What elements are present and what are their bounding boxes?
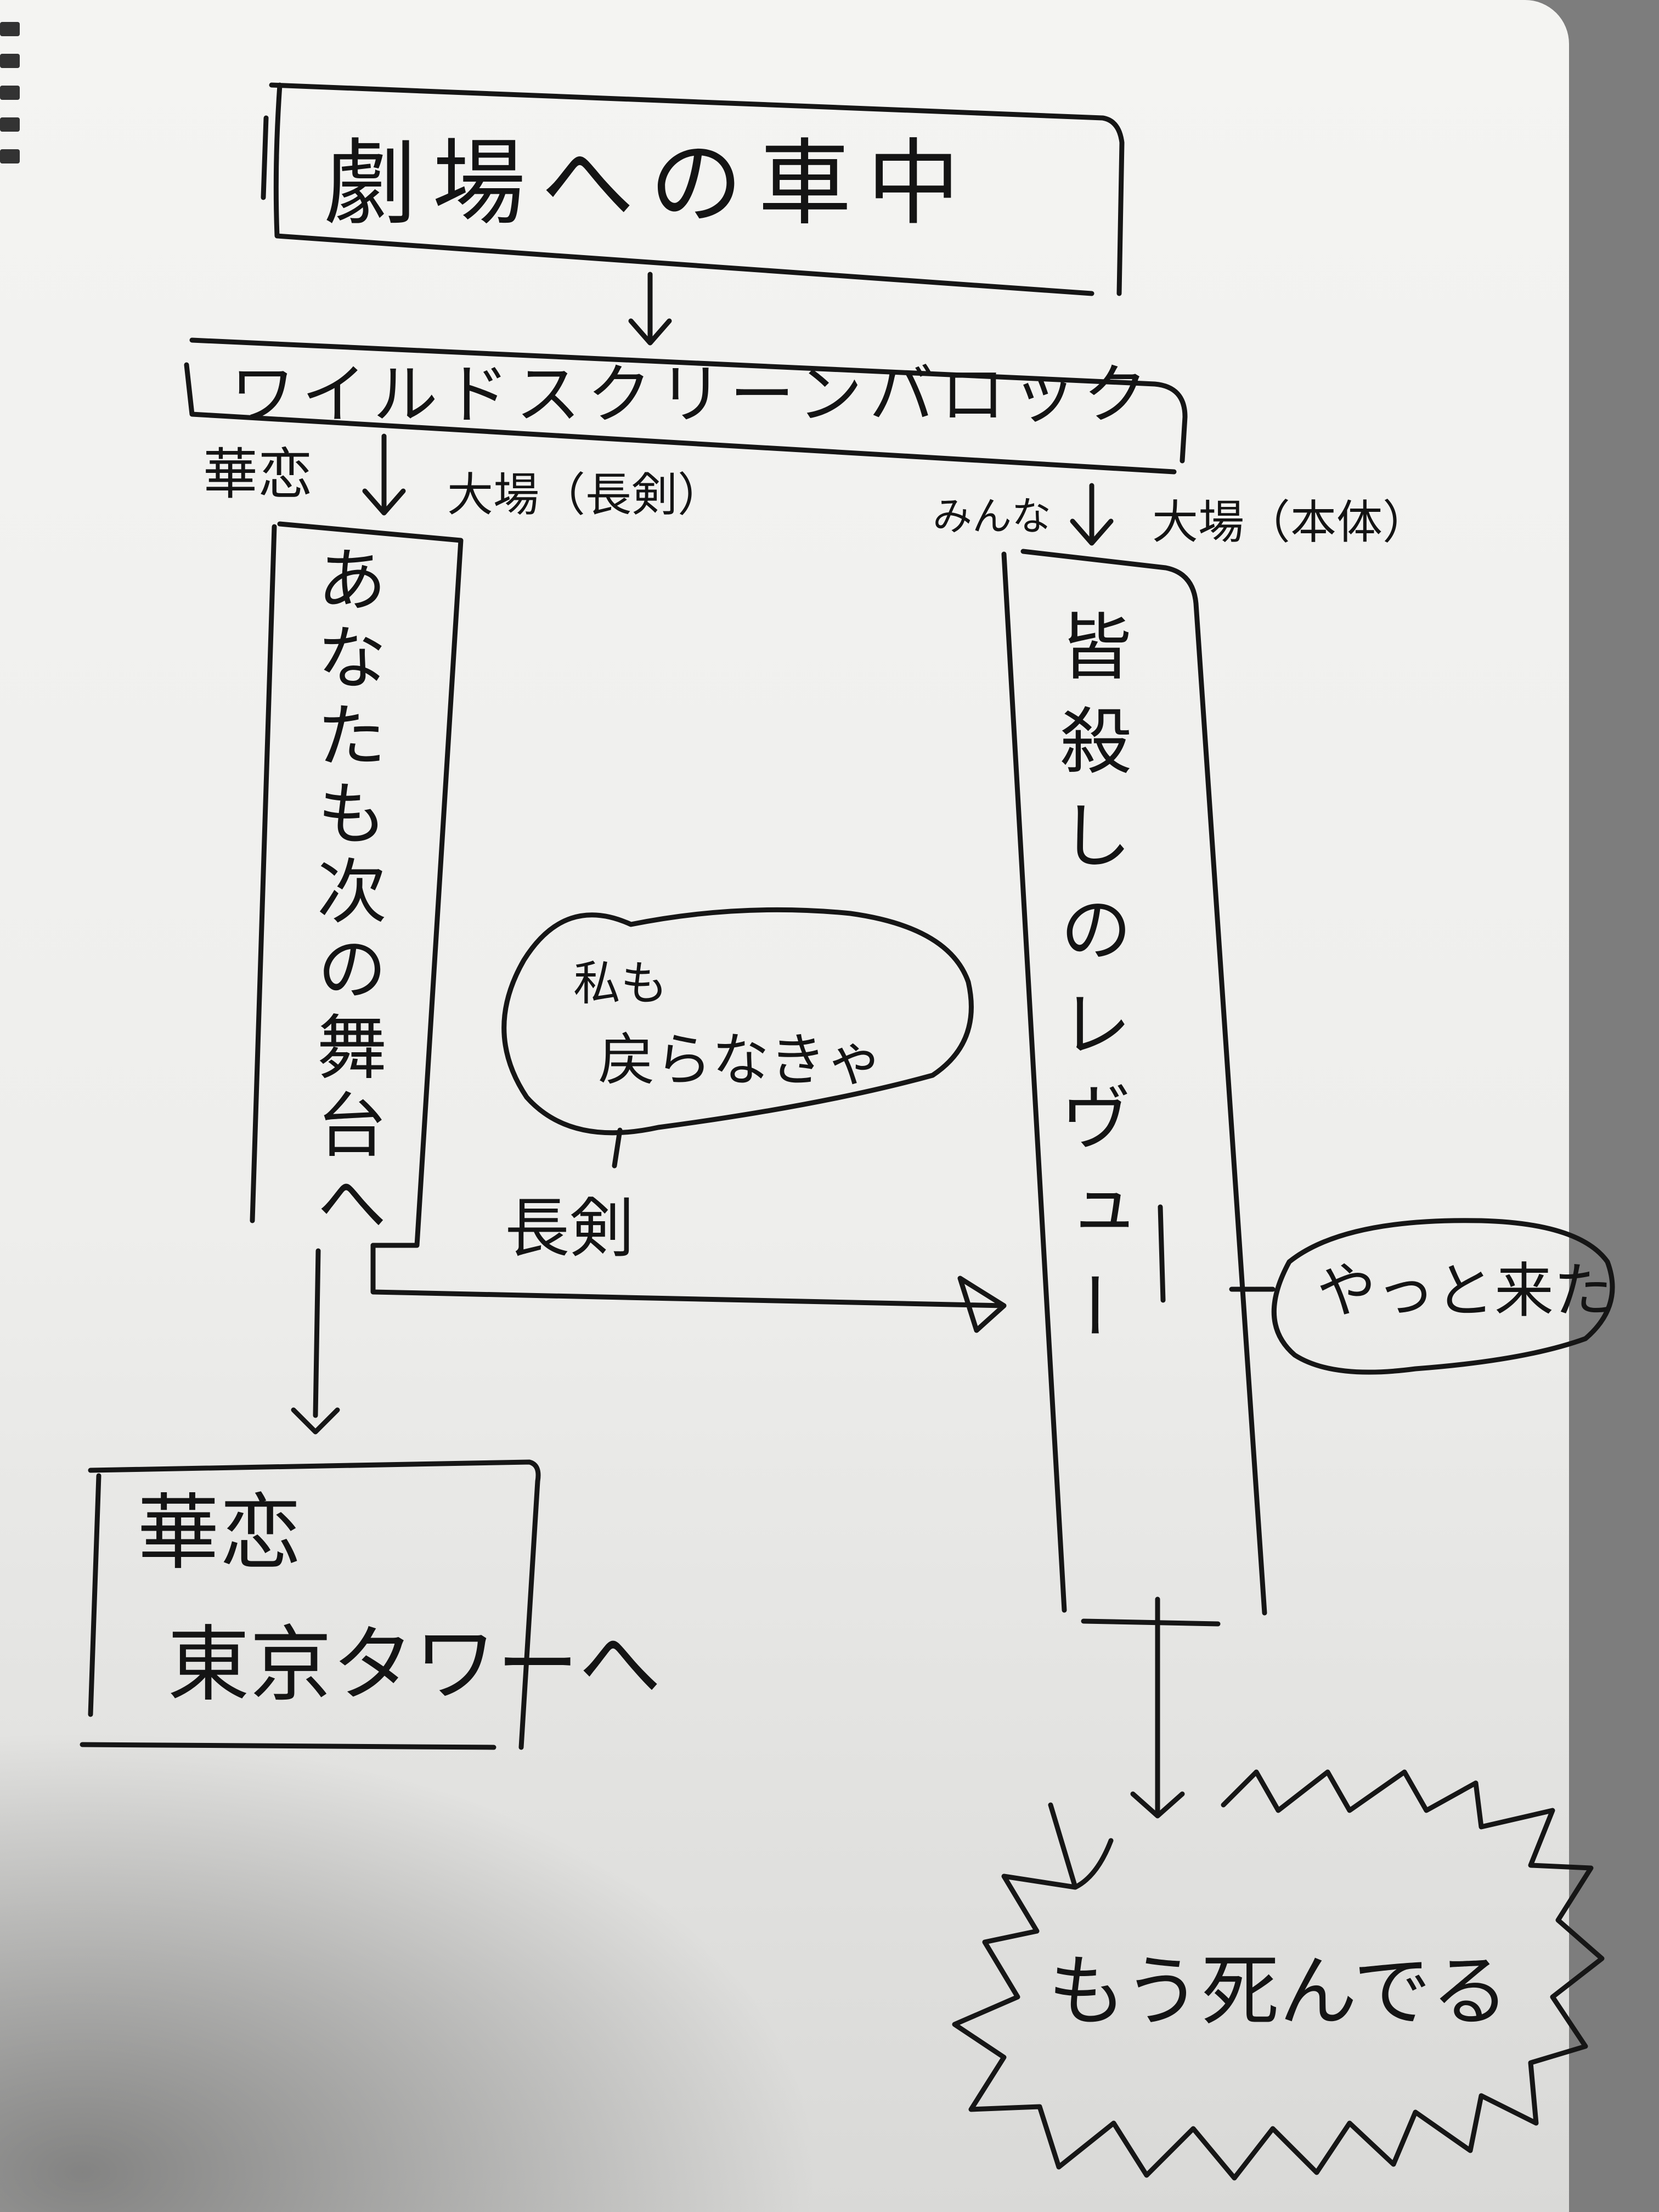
left-branch-who: 華恋 xyxy=(203,442,313,506)
arrow-top-to-block xyxy=(628,272,672,346)
burst-text: もう死んでる xyxy=(1048,1946,1509,2037)
bottom-box xyxy=(80,1459,541,1750)
bubble-right-text: やっと来た xyxy=(1317,1257,1613,1325)
block-box-text: ワイルドスクリーンバロック xyxy=(230,357,1155,432)
left-column xyxy=(250,521,464,1248)
right-column-text: 皆殺しのレヴュー xyxy=(1047,609,1132,1364)
arrow-to-burst xyxy=(1130,1596,1185,1819)
right-column xyxy=(1001,549,1267,1616)
bubble-left-line2: 戻らなきゃ xyxy=(598,1026,884,1093)
arrow-to-bottom-box xyxy=(291,1248,340,1435)
crossbar xyxy=(1081,1618,1221,1627)
left-branch-where: 大場（長剣） xyxy=(447,468,724,522)
bottom-box-line2: 東京タワーへ xyxy=(167,1617,662,1713)
burst-shape xyxy=(952,1769,1605,2181)
bubble-left-line1: 私も xyxy=(573,956,668,1011)
arrow-right-branch xyxy=(1070,483,1114,546)
right-column-dash xyxy=(1158,1204,1166,1303)
bubble-left xyxy=(501,907,974,1136)
notebook-binding xyxy=(0,22,22,230)
block-box xyxy=(184,337,1188,475)
left-column-text: あなたも次の舞台へ xyxy=(304,543,386,1244)
bubble-right xyxy=(1271,1218,1615,1375)
bubble-left-tail xyxy=(612,1127,623,1169)
right-branch-who: みんな xyxy=(933,493,1052,539)
right-branch-where: 大場（本体） xyxy=(1152,495,1429,549)
top-box xyxy=(269,82,1125,296)
arrow-label: 長剣 xyxy=(505,1190,635,1266)
bottom-box-line1: 華恋 xyxy=(137,1486,302,1581)
shadow xyxy=(0,1728,823,2212)
arrow-to-right-column xyxy=(370,1243,1007,1333)
arrow-left-branch xyxy=(362,433,406,516)
top-box-left-mark xyxy=(261,115,269,200)
top-box-text: 劇場への車中 xyxy=(324,129,976,238)
